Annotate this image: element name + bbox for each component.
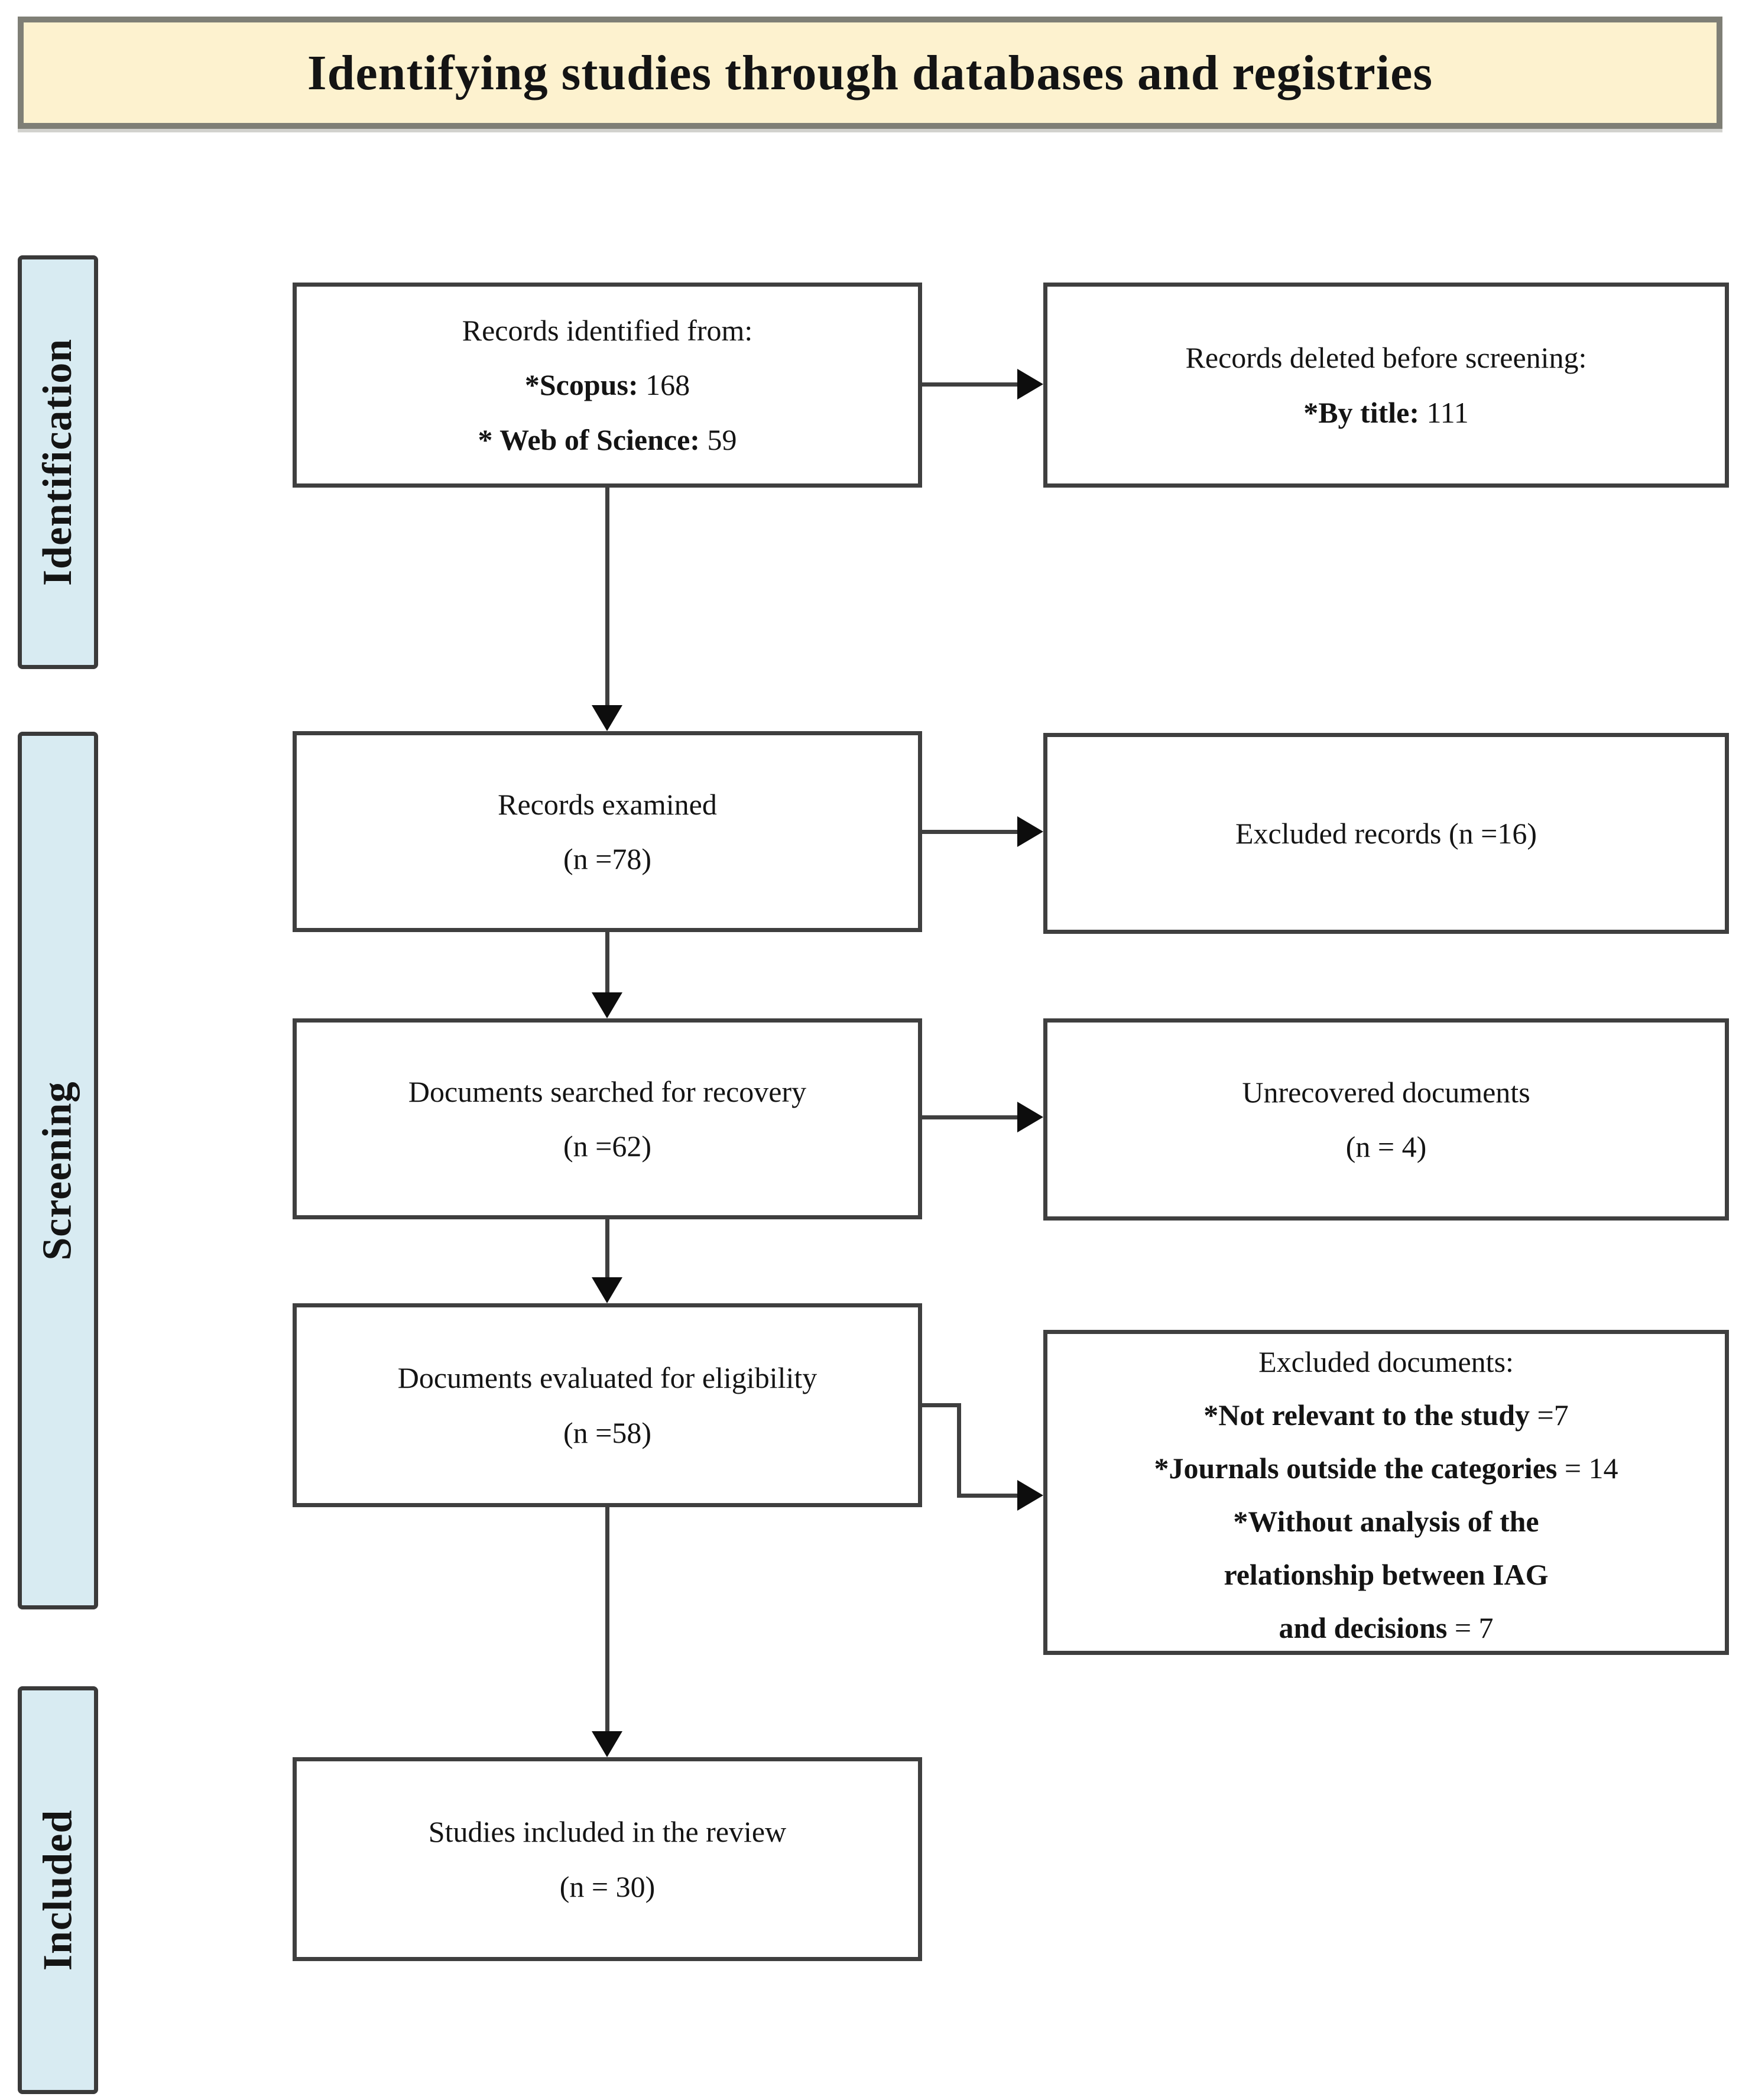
stage-label: Included	[35, 1809, 80, 1971]
box-text: relationship between IAG	[1224, 1558, 1549, 1591]
box-text: *Not relevant to the study =7	[1203, 1398, 1569, 1432]
box-text: Records deleted before screening:	[1185, 341, 1587, 374]
box-text: and decisions = 7	[1279, 1611, 1494, 1644]
arrow-evaluated-to-excluded-docs-seg1	[922, 1403, 961, 1407]
stage-included: Included	[18, 1686, 98, 2094]
stage-identification: Identification	[18, 255, 98, 669]
arrow-searched-to-evaluated-line	[605, 1219, 609, 1278]
box-text: Documents searched for recovery	[408, 1075, 807, 1108]
box-excluded-documents: Excluded documents: *Not relevant to the…	[1043, 1330, 1729, 1655]
box-text: Records examined	[498, 787, 717, 821]
arrow-examined-to-excluded-line	[922, 830, 1018, 834]
arrow-identified-to-deleted-line	[922, 382, 1018, 387]
box-text: *Journals outside the categories = 14	[1154, 1452, 1618, 1485]
box-text: *By title: 111	[1303, 395, 1469, 429]
box-unrecovered-documents: Unrecovered documents (n = 4)	[1043, 1018, 1729, 1221]
box-text: Documents evaluated for eligibility	[397, 1361, 817, 1394]
box-studies-included: Studies included in the review (n = 30)	[293, 1757, 922, 1961]
arrow-evaluated-to-excluded-docs-head	[1017, 1480, 1043, 1511]
box-documents-evaluated: Documents evaluated for eligibility (n =…	[293, 1303, 922, 1507]
stage-label: Screening	[35, 1080, 81, 1261]
box-text: Excluded records (n =16)	[1235, 816, 1537, 850]
arrow-identified-to-examined-line	[605, 488, 609, 707]
stage-label: Identification	[35, 338, 81, 586]
arrow-evaluated-to-included-head	[592, 1731, 622, 1757]
box-records-examined: Records examined (n =78)	[293, 731, 922, 932]
arrow-examined-to-excluded-head	[1017, 816, 1043, 847]
box-records-deleted: Records deleted before screening: *By ti…	[1043, 283, 1729, 488]
box-text: (n = 4)	[1345, 1130, 1427, 1163]
box-records-identified: Records identified from: *Scopus: 168 * …	[293, 283, 922, 488]
arrow-identified-to-examined-head	[592, 705, 622, 731]
arrow-identified-to-deleted-head	[1017, 369, 1043, 400]
box-text: (n =62)	[563, 1129, 651, 1163]
arrow-evaluated-to-excluded-docs-seg2	[957, 1403, 961, 1498]
box-text: Excluded documents:	[1258, 1345, 1514, 1378]
figure-title-bar: Identifying studies through databases an…	[18, 17, 1722, 129]
figure-title: Identifying studies through databases an…	[307, 45, 1433, 100]
box-excluded-records: Excluded records (n =16)	[1043, 733, 1729, 934]
box-text: Records identified from:	[462, 313, 753, 347]
box-text: (n = 30)	[559, 1869, 656, 1903]
arrow-evaluated-to-included-line	[605, 1507, 609, 1732]
box-text: (n =58)	[563, 1416, 651, 1449]
arrow-searched-to-unrecovered-head	[1017, 1102, 1043, 1132]
box-text: Unrecovered documents	[1242, 1075, 1530, 1109]
box-text: *Without analysis of the	[1233, 1505, 1539, 1538]
box-text: Studies included in the review	[428, 1815, 787, 1848]
arrow-examined-to-searched-line	[605, 932, 609, 994]
arrow-searched-to-evaluated-head	[592, 1277, 622, 1303]
arrow-searched-to-unrecovered-line	[922, 1115, 1018, 1119]
box-text: (n =78)	[563, 842, 651, 875]
box-text: * Web of Science: 59	[478, 423, 737, 456]
box-documents-searched: Documents searched for recovery (n =62)	[293, 1018, 922, 1219]
box-text: *Scopus: 168	[524, 368, 690, 402]
arrow-examined-to-searched-head	[592, 992, 622, 1018]
arrow-evaluated-to-excluded-docs-seg3	[957, 1494, 1018, 1498]
stage-screening: Screening	[18, 732, 98, 1609]
